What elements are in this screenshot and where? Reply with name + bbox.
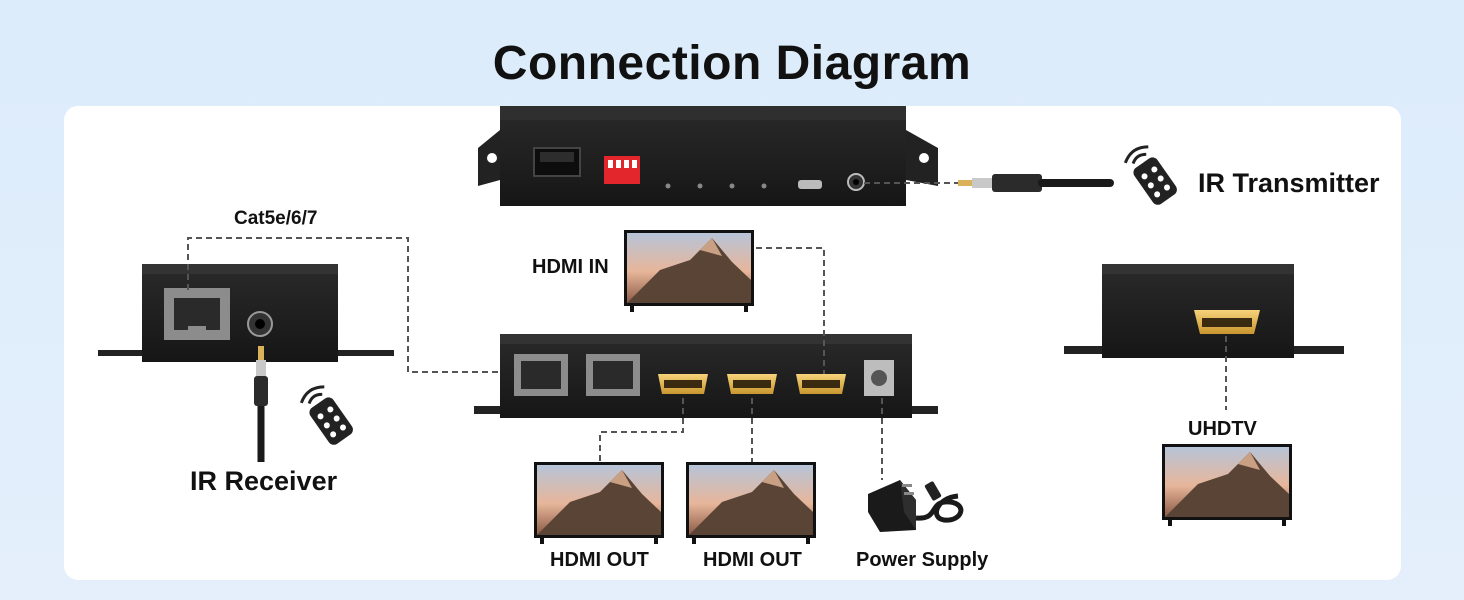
usb-port-icon — [798, 180, 822, 189]
hdmi-port-icon — [1194, 310, 1260, 334]
ir-transmitter-label: IR Transmitter — [1198, 168, 1380, 198]
uhdtv-label: UHDTV — [1188, 418, 1257, 440]
power-supply-label: Power Supply — [856, 549, 989, 571]
hdmi-in-label: HDMI IN — [532, 256, 609, 278]
ir-receiver-label: IR Receiver — [190, 466, 338, 496]
tv-hdmi-out-1-icon — [534, 462, 664, 544]
hdmi-port-icon — [727, 374, 777, 394]
hdmi-port-icon — [796, 374, 846, 394]
ir-receiver-cable — [254, 346, 268, 462]
tv-hdmi-out-2-icon — [686, 462, 816, 544]
remote-control-icon — [1123, 145, 1177, 205]
ir-transmitter-cable — [958, 174, 1114, 192]
cat-cable-label: Cat5e/6/7 — [234, 208, 318, 229]
hdmi-extender-receiver — [98, 264, 394, 362]
power-adapter-icon — [868, 480, 964, 532]
hdmi-out-1-label: HDMI OUT — [550, 549, 649, 571]
page-title: Connection Diagram — [492, 37, 972, 90]
hdmi-out-2-label: HDMI OUT — [703, 549, 802, 571]
hdmi-extender-uhdtv — [1064, 264, 1344, 358]
hdmi-port-icon — [658, 374, 708, 394]
splitter-front-panel — [478, 106, 938, 206]
remote-control-icon — [299, 385, 353, 445]
tv-hdmi-in-icon — [624, 230, 754, 312]
hdmi-splitter-back-panel — [474, 334, 938, 418]
tv-uhdtv-icon — [1162, 444, 1292, 526]
